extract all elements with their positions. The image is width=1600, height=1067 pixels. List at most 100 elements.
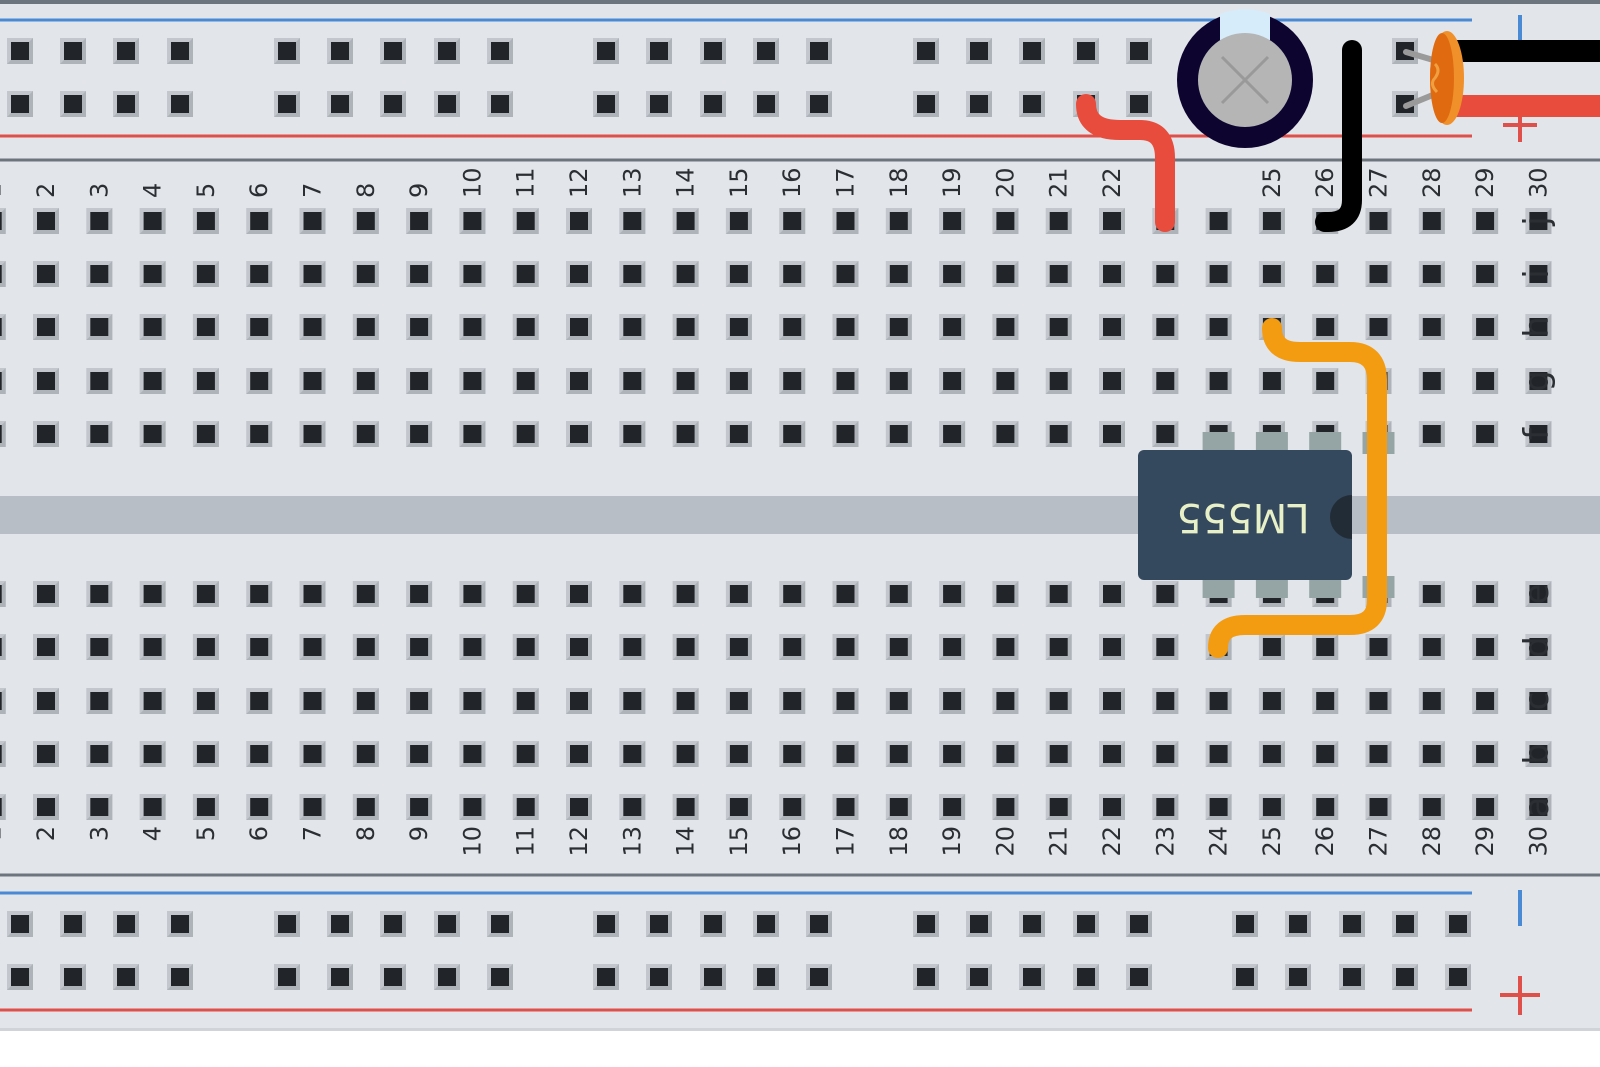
hole-g20[interactable] (992, 368, 1019, 394)
bottom-rail-hole[interactable] (1232, 964, 1258, 990)
hole-e7[interactable] (299, 581, 326, 607)
hole-j10[interactable] (459, 208, 486, 234)
hole-e5[interactable] (192, 581, 219, 607)
external-black-wire[interactable] (1455, 40, 1600, 62)
hole-d1[interactable] (0, 634, 6, 660)
hole-i7[interactable] (299, 261, 326, 287)
hole-h18[interactable] (885, 314, 912, 340)
bottom-rail-hole[interactable] (487, 964, 513, 990)
hole-h10[interactable] (459, 314, 486, 340)
bottom-rail-hole[interactable] (966, 964, 992, 990)
bottom-rail-hole[interactable] (806, 964, 832, 990)
hole-g5[interactable] (192, 368, 219, 394)
hole-h19[interactable] (939, 314, 966, 340)
hole-j1[interactable] (0, 208, 6, 234)
top-rail-hole[interactable] (434, 91, 460, 117)
hole-f14[interactable] (672, 421, 699, 447)
hole-b2[interactable] (33, 741, 59, 767)
bottom-rail-hole[interactable] (1073, 964, 1099, 990)
hole-j5[interactable] (192, 208, 219, 234)
hole-e3[interactable] (86, 581, 113, 607)
hole-d21[interactable] (1045, 634, 1072, 660)
hole-j16[interactable] (779, 208, 806, 234)
hole-e12[interactable] (566, 581, 592, 607)
hole-g26[interactable] (1312, 368, 1339, 394)
hole-e9[interactable] (406, 581, 433, 607)
hole-j14[interactable] (672, 208, 699, 234)
hole-g1[interactable] (0, 368, 6, 394)
hole-g8[interactable] (352, 368, 379, 394)
top-rail-hole[interactable] (700, 38, 726, 64)
hole-g9[interactable] (406, 368, 433, 394)
hole-d12[interactable] (566, 634, 592, 660)
hole-h6[interactable] (246, 314, 273, 340)
hole-a4[interactable] (139, 794, 166, 820)
hole-c14[interactable] (672, 688, 699, 714)
hole-d9[interactable] (406, 634, 433, 660)
hole-i13[interactable] (619, 261, 646, 287)
bottom-rail-hole[interactable] (1339, 964, 1365, 990)
hole-h24[interactable] (1205, 314, 1232, 340)
hole-j21[interactable] (1045, 208, 1072, 234)
top-rail-hole[interactable] (646, 38, 672, 64)
bottom-rail-hole[interactable] (274, 964, 300, 990)
hole-f12[interactable] (566, 421, 592, 447)
bottom-rail-hole[interactable] (1285, 964, 1311, 990)
top-rail-hole[interactable] (753, 38, 779, 64)
hole-f1[interactable] (0, 421, 6, 447)
hole-j27[interactable] (1365, 208, 1392, 234)
hole-c1[interactable] (0, 688, 6, 714)
hole-f11[interactable] (512, 421, 539, 447)
hole-i28[interactable] (1418, 261, 1445, 287)
hole-f28[interactable] (1418, 421, 1445, 447)
hole-e4[interactable] (139, 581, 166, 607)
hole-a8[interactable] (352, 794, 379, 820)
bottom-rail-hole[interactable] (646, 964, 672, 990)
hole-b27[interactable] (1365, 741, 1392, 767)
hole-b20[interactable] (992, 741, 1019, 767)
hole-f18[interactable] (885, 421, 912, 447)
hole-j7[interactable] (299, 208, 326, 234)
hole-i11[interactable] (512, 261, 539, 287)
hole-i3[interactable] (86, 261, 113, 287)
hole-c4[interactable] (139, 688, 166, 714)
hole-a14[interactable] (672, 794, 699, 820)
hole-a22[interactable] (1099, 794, 1125, 820)
top-rail-hole[interactable] (60, 38, 86, 64)
hole-i6[interactable] (246, 261, 273, 287)
hole-a16[interactable] (779, 794, 806, 820)
hole-e18[interactable] (885, 581, 912, 607)
hole-f8[interactable] (352, 421, 379, 447)
bottom-rail-hole[interactable] (1019, 911, 1045, 937)
hole-e30[interactable] (1525, 581, 1552, 607)
hole-e28[interactable] (1418, 581, 1445, 607)
hole-c23[interactable] (1152, 688, 1179, 714)
hole-c19[interactable] (939, 688, 966, 714)
hole-d29[interactable] (1472, 634, 1499, 660)
hole-b8[interactable] (352, 741, 379, 767)
hole-e22[interactable] (1099, 581, 1125, 607)
hole-j12[interactable] (566, 208, 592, 234)
hole-i22[interactable] (1099, 261, 1125, 287)
top-rail-hole[interactable] (167, 91, 193, 117)
hole-e21[interactable] (1045, 581, 1072, 607)
top-rail-hole[interactable] (327, 91, 353, 117)
hole-i21[interactable] (1045, 261, 1072, 287)
black-wire[interactable] (1315, 40, 1362, 232)
hole-g16[interactable] (779, 368, 806, 394)
hole-i15[interactable] (725, 261, 752, 287)
hole-h4[interactable] (139, 314, 166, 340)
hole-f15[interactable] (725, 421, 752, 447)
hole-c15[interactable] (725, 688, 752, 714)
hole-d20[interactable] (992, 634, 1019, 660)
top-rail-hole[interactable] (487, 38, 513, 64)
hole-b23[interactable] (1152, 741, 1179, 767)
hole-i8[interactable] (352, 261, 379, 287)
hole-e17[interactable] (832, 581, 859, 607)
hole-a17[interactable] (832, 794, 859, 820)
hole-h23[interactable] (1152, 314, 1179, 340)
hole-f5[interactable] (192, 421, 219, 447)
hole-e11[interactable] (512, 581, 539, 607)
hole-i14[interactable] (672, 261, 699, 287)
top-rail-hole[interactable] (1073, 38, 1099, 64)
